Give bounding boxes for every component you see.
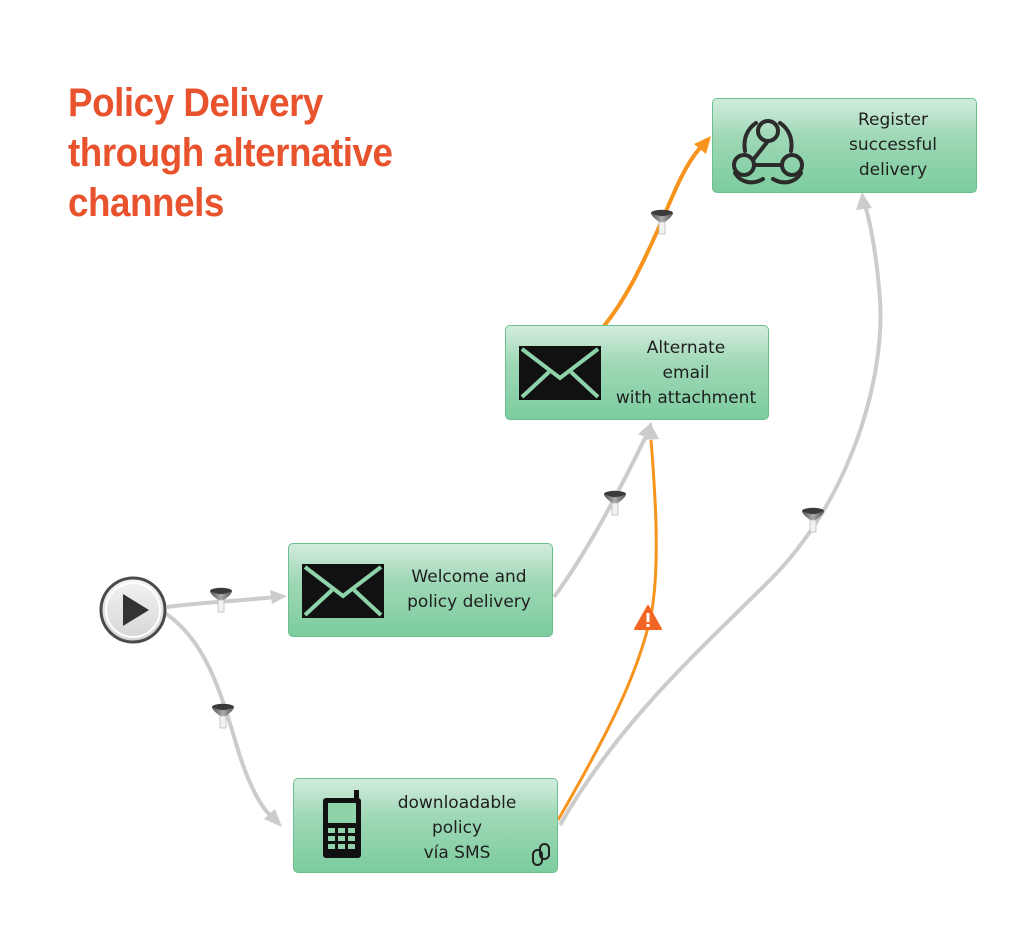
node-label: downloadable policy vía SMS xyxy=(397,793,517,863)
connector-alternate-to-register[interactable] xyxy=(602,136,711,328)
warning-icon[interactable] xyxy=(634,605,662,630)
node-label: Alternate email with attachment xyxy=(615,338,757,408)
node-welcome-policy-delivery[interactable]: Welcome and policy delivery xyxy=(288,543,553,637)
node-label: Welcome and policy delivery xyxy=(407,567,531,612)
connector-sms-to-alternate[interactable] xyxy=(556,422,659,821)
envelope-icon xyxy=(302,564,384,618)
webhook-icon xyxy=(732,119,804,185)
node-alternate-email[interactable]: Alternate email with attachment xyxy=(505,325,769,420)
title-line-3: channels xyxy=(68,181,224,225)
start-button[interactable] xyxy=(99,576,167,644)
play-icon xyxy=(123,594,149,626)
funnel-icon[interactable] xyxy=(801,507,825,533)
funnel-icon[interactable] xyxy=(650,209,674,235)
title-line-1: Policy Delivery xyxy=(68,81,323,125)
connector-start-to-sms[interactable] xyxy=(163,611,282,827)
envelope-icon xyxy=(519,346,601,400)
node-register-successful-delivery[interactable]: Register successful delivery xyxy=(712,98,977,193)
connector-welcome-to-alternate[interactable] xyxy=(552,422,652,599)
node-label: Register successful delivery xyxy=(849,110,937,180)
title-line-2: through alternative xyxy=(68,131,393,175)
link-icon[interactable] xyxy=(531,842,551,868)
node-downloadable-policy-sms[interactable]: downloadable policy vía SMS xyxy=(293,778,558,873)
mobile-phone-icon xyxy=(323,790,361,858)
diagram-title: Policy Delivery through alternative chan… xyxy=(68,78,393,228)
